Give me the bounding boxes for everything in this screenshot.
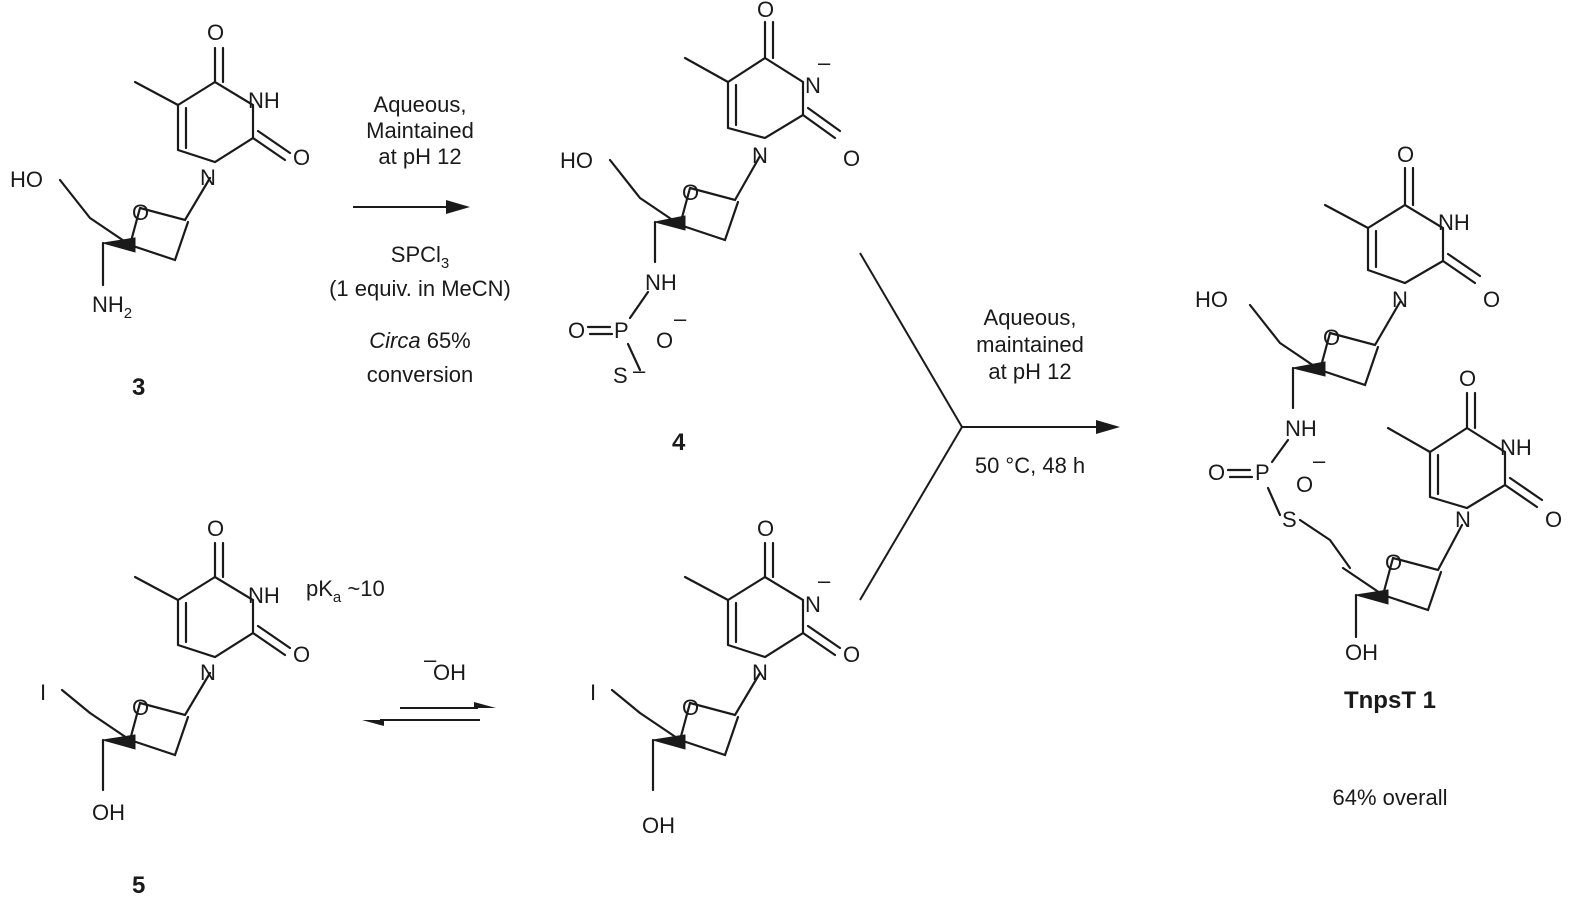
c3-o-ring: O bbox=[132, 200, 149, 225]
c3-nh2: NH2 bbox=[92, 292, 132, 322]
r2-cond-line1: Aqueous, bbox=[984, 305, 1077, 330]
compound-5-label: 5 bbox=[132, 872, 145, 899]
r1-cond-line1: Aqueous, bbox=[374, 92, 467, 117]
c4-nh: NH bbox=[645, 270, 677, 295]
c4-o-ring: O bbox=[682, 180, 699, 205]
r2-cond-line2: maintained bbox=[976, 332, 1084, 357]
c5-nh: NH bbox=[248, 583, 280, 608]
compound-4-structure bbox=[586, 20, 842, 372]
c4-n3-charge: – bbox=[818, 50, 831, 75]
c5-o-ring: O bbox=[132, 695, 149, 720]
c5-o-right: O bbox=[293, 642, 310, 667]
d5-o-right: O bbox=[843, 642, 860, 667]
tnpst-o-ring1: O bbox=[1323, 325, 1340, 350]
c4-s: S bbox=[613, 363, 628, 388]
c4-p-o-double: O bbox=[568, 318, 585, 343]
tnpst-lower-nucleoside bbox=[1298, 391, 1544, 639]
tnpst-o-charge: – bbox=[1313, 448, 1326, 473]
compound-5-structure bbox=[60, 541, 292, 792]
tnpst-n1-upper: N bbox=[1392, 287, 1408, 312]
c4-s-charge: – bbox=[633, 358, 646, 383]
c4-o-top: O bbox=[757, 0, 774, 22]
r1-conversion-line2: conversion bbox=[367, 362, 473, 387]
reaction1-arrow bbox=[353, 200, 470, 214]
tnpst-o-ring2: O bbox=[1385, 550, 1402, 575]
compound-3-structure bbox=[58, 46, 292, 287]
equilibrium-arrows bbox=[362, 702, 496, 726]
c3-ho: HO bbox=[10, 167, 43, 192]
c4-p: P bbox=[614, 318, 629, 343]
tnpst-p-o-minus: O bbox=[1296, 472, 1313, 497]
tnpst-o-right1: O bbox=[1483, 287, 1500, 312]
c5-oh: OH bbox=[92, 800, 125, 825]
d5-oh: OH bbox=[642, 813, 675, 838]
c4-p-o-minus: O bbox=[656, 328, 673, 353]
r2-cond-line3: at pH 12 bbox=[988, 359, 1071, 384]
c5-n1: N bbox=[200, 660, 216, 685]
c4-o-right: O bbox=[843, 146, 860, 171]
tnpst-o-top1: O bbox=[1397, 142, 1414, 167]
compound-3-label: 3 bbox=[132, 374, 145, 401]
tnpst-label: TnpsT 1 bbox=[1344, 687, 1436, 714]
d5-n3-charge: – bbox=[818, 568, 831, 593]
r1-cond-line2: Maintained bbox=[366, 118, 474, 143]
compound-4-label: 4 bbox=[672, 429, 686, 456]
r1-reagent-note: (1 equiv. in MeCN) bbox=[329, 276, 511, 301]
c4-n3: N bbox=[805, 73, 821, 98]
c4-o-charge: – bbox=[674, 306, 687, 331]
c5-iodine: I bbox=[40, 680, 46, 705]
tnpst-p-o-double: O bbox=[1208, 460, 1225, 485]
c4-ho: HO bbox=[560, 148, 593, 173]
d5-o-top: O bbox=[757, 516, 774, 541]
eq-base-charge: – bbox=[424, 647, 437, 672]
deprotonated-5-structure bbox=[610, 541, 842, 792]
r1-cond-line3: at pH 12 bbox=[378, 144, 461, 169]
tnpst-oh: OH bbox=[1345, 640, 1378, 665]
d5-o-ring: O bbox=[682, 695, 699, 720]
c5-o-top: O bbox=[207, 516, 224, 541]
tnpst-ho: HO bbox=[1195, 287, 1228, 312]
d5-n1: N bbox=[752, 660, 768, 685]
c3-o-top: O bbox=[207, 20, 224, 45]
tnpst-p: P bbox=[1255, 460, 1270, 485]
eq-base: OH bbox=[433, 660, 466, 685]
tnpst-nh-link: NH bbox=[1285, 416, 1317, 441]
r1-conversion: Circa 65% bbox=[369, 328, 471, 353]
converging-arrow bbox=[859, 252, 1120, 601]
d5-iodine: I bbox=[590, 680, 596, 705]
r2-cond-line4: 50 °C, 48 h bbox=[975, 453, 1085, 478]
c4-n1: N bbox=[752, 143, 768, 168]
overall-yield: 64% overall bbox=[1333, 785, 1448, 810]
c3-o-right: O bbox=[293, 145, 310, 170]
pka-label: pKa ~10 bbox=[306, 576, 385, 606]
tnpst-o-right2: O bbox=[1545, 507, 1562, 532]
c3-n1: N bbox=[200, 165, 216, 190]
tnpst-upper-nucleoside bbox=[1226, 166, 1482, 517]
tnpst-s: S bbox=[1282, 507, 1297, 532]
d5-n3: N bbox=[805, 592, 821, 617]
r1-reagent: SPCl3 bbox=[391, 242, 449, 272]
c3-nh: NH bbox=[248, 88, 280, 113]
tnpst-o-top2: O bbox=[1459, 366, 1476, 391]
tnpst-nh1: NH bbox=[1438, 210, 1470, 235]
tnpst-nh2: NH bbox=[1500, 435, 1532, 460]
tnpst-n1-lower: N bbox=[1455, 507, 1471, 532]
